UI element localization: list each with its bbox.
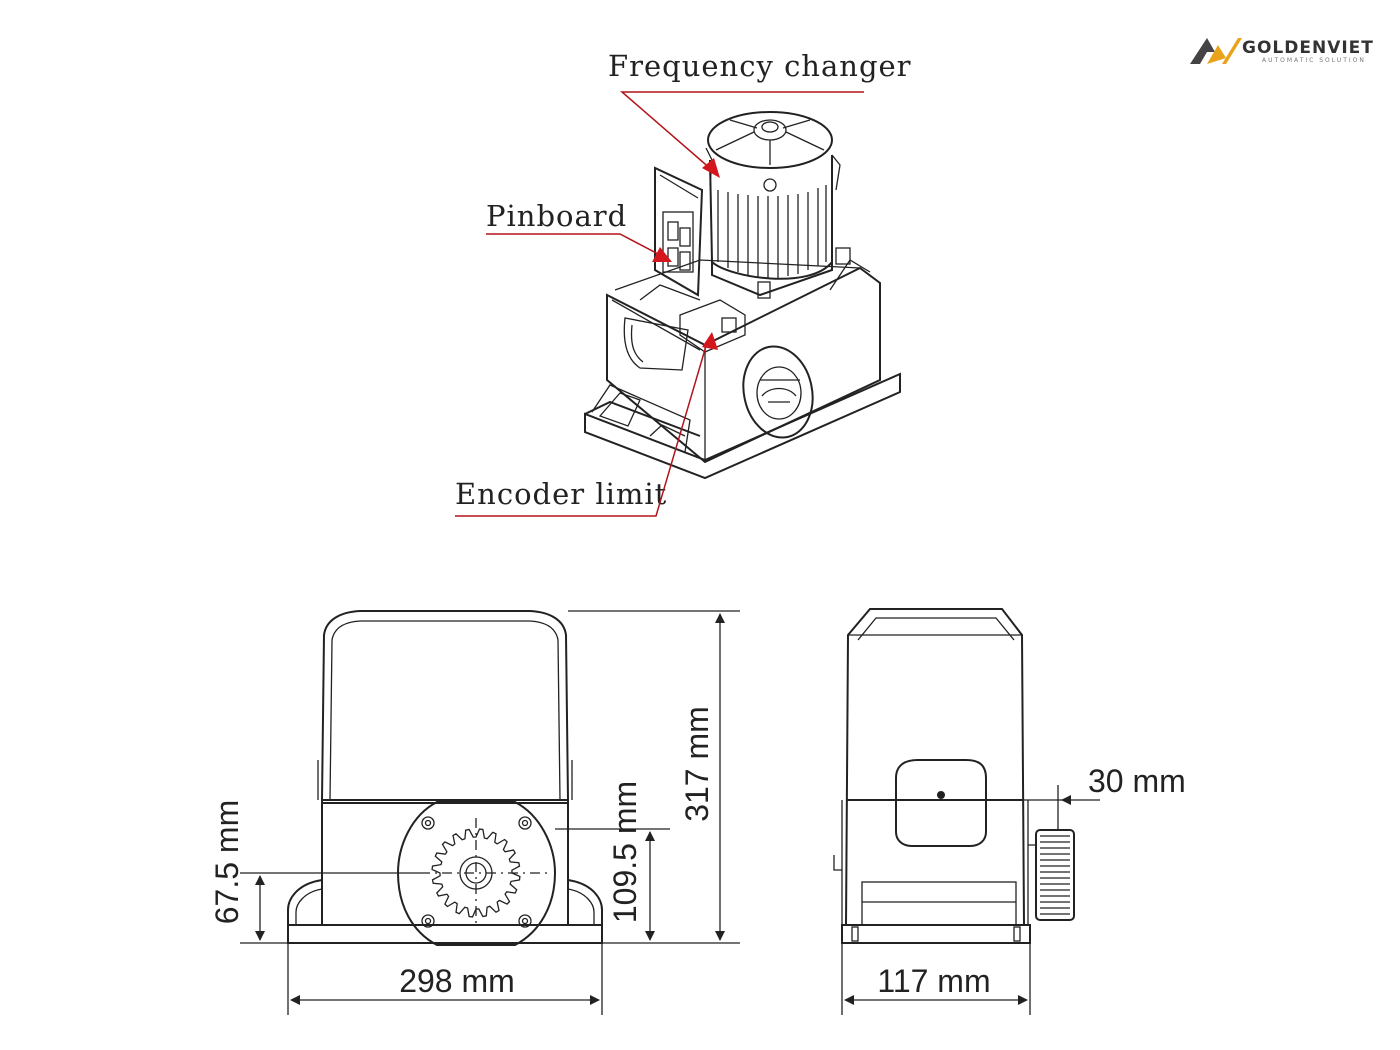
- arrow-icon: [652, 247, 672, 262]
- dimension-gear-offset: 30 mm: [848, 763, 1186, 830]
- motor-3d-illustration: [584, 111, 901, 480]
- side-view-drawing: [833, 608, 1075, 944]
- brand-name: GOLDENVIET: [1242, 38, 1374, 58]
- dimension-width-front: 298 mm: [287, 943, 603, 1015]
- front-view-drawing: [287, 610, 603, 946]
- dimension-depth-side: 117 mm: [841, 943, 1031, 1015]
- dimension-width-front-label: 298 mm: [399, 963, 515, 999]
- brand-logo: GOLDENVIET AUTOMATIC SOLUTION: [1190, 38, 1374, 64]
- dimension-base-height-label: 67.5 mm: [209, 800, 245, 924]
- callout-encoder-limit: Encoder limit: [455, 332, 718, 517]
- callout-pinboard: Pinboard: [486, 199, 672, 262]
- dimension-height-total-label: 317 mm: [679, 706, 715, 822]
- callout-pinboard-label: Pinboard: [486, 199, 627, 233]
- arrow-icon: [702, 332, 718, 350]
- gear-icon: [431, 828, 521, 918]
- gear-side-icon: [1035, 829, 1075, 921]
- dimension-gear-offset-label: 30 mm: [1088, 763, 1186, 799]
- dimension-gear-height-label: 109.5 mm: [607, 781, 643, 923]
- arrow-icon: [702, 158, 720, 178]
- dimension-height-total: 317 mm: [568, 610, 740, 944]
- brand-tagline: AUTOMATIC SOLUTION: [1262, 57, 1366, 64]
- callout-frequency-changer: Frequency changer: [608, 49, 912, 178]
- brand-logo-icon: [1190, 38, 1242, 64]
- callout-encoder-limit-label: Encoder limit: [455, 477, 667, 511]
- dimension-base-height: 67.5 mm: [209, 800, 420, 944]
- dimension-gear-height: 109.5 mm: [555, 781, 670, 941]
- callout-frequency-changer-label: Frequency changer: [608, 49, 912, 83]
- dimension-depth-side-label: 117 mm: [877, 963, 990, 999]
